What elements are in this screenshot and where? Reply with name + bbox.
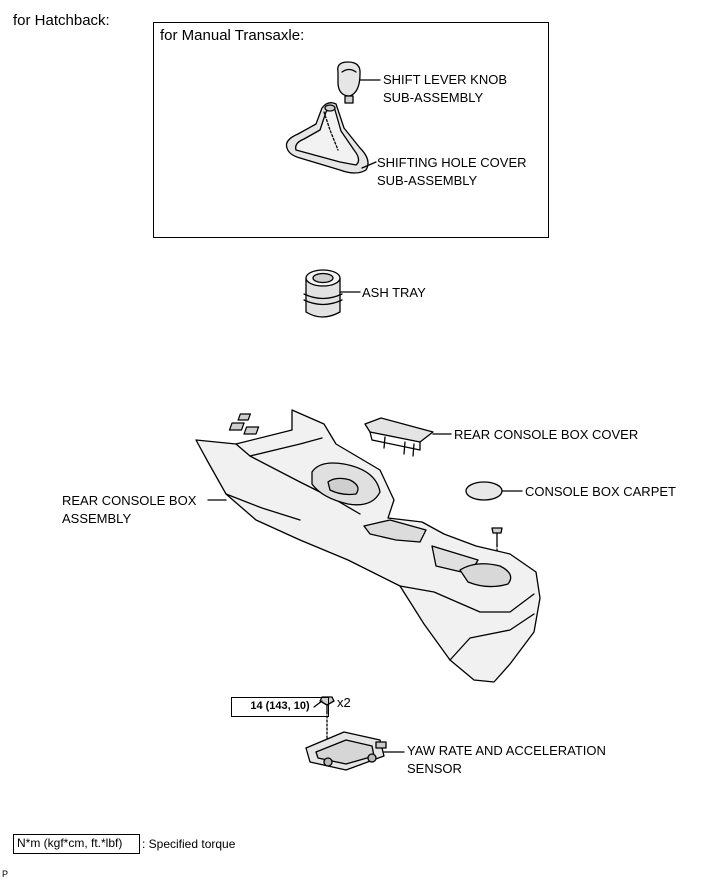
rear-cover-drawing xyxy=(228,413,434,457)
variant-label: for Hatchback: xyxy=(13,12,110,29)
torque-legend-units: N*m (kgf*cm, ft.*lbf) xyxy=(13,834,140,854)
shift-cover-leader xyxy=(361,161,377,169)
yaw-sensor-label-2: SENSOR xyxy=(407,761,462,776)
carpet-drawing xyxy=(465,481,503,501)
torque-leader xyxy=(313,700,323,708)
shift-cover-label-1: SHIFTING HOLE COVER xyxy=(377,155,527,170)
shift-cover-label-2: SUB-ASSEMBLY xyxy=(377,173,478,188)
footer-mark: P xyxy=(2,869,9,879)
sensor-bolt-drawing xyxy=(319,696,335,745)
yaw-sensor-label-1: YAW RATE AND ACCELERATION xyxy=(407,743,606,758)
torque-value-box: 14 (143, 10) xyxy=(231,697,329,717)
shift-knob-label-1: SHIFT LEVER KNOB xyxy=(383,72,508,87)
rear-box-label-1: REAR CONSOLE BOX xyxy=(62,493,197,508)
shift-cover-drawing xyxy=(285,102,369,174)
ash-tray-drawing xyxy=(303,269,343,318)
rear-box-label-2: ASSEMBLY xyxy=(62,511,132,526)
torque-legend-text: : Specified torque xyxy=(142,837,236,851)
yaw-sensor-drawing xyxy=(305,731,387,771)
ash-tray-label: ASH TRAY xyxy=(362,285,426,300)
bolt-quantity: x2 xyxy=(337,695,351,710)
shift-knob-drawing xyxy=(337,61,361,104)
inset-title: for Manual Transaxle: xyxy=(160,27,305,44)
rear-cover-label: REAR CONSOLE BOX COVER xyxy=(454,427,639,442)
manual-transaxle-inset xyxy=(153,22,549,238)
rear-console-box-drawing xyxy=(195,409,541,683)
carpet-label: CONSOLE BOX CARPET xyxy=(525,484,676,499)
shift-knob-label-2: SUB-ASSEMBLY xyxy=(383,90,484,105)
